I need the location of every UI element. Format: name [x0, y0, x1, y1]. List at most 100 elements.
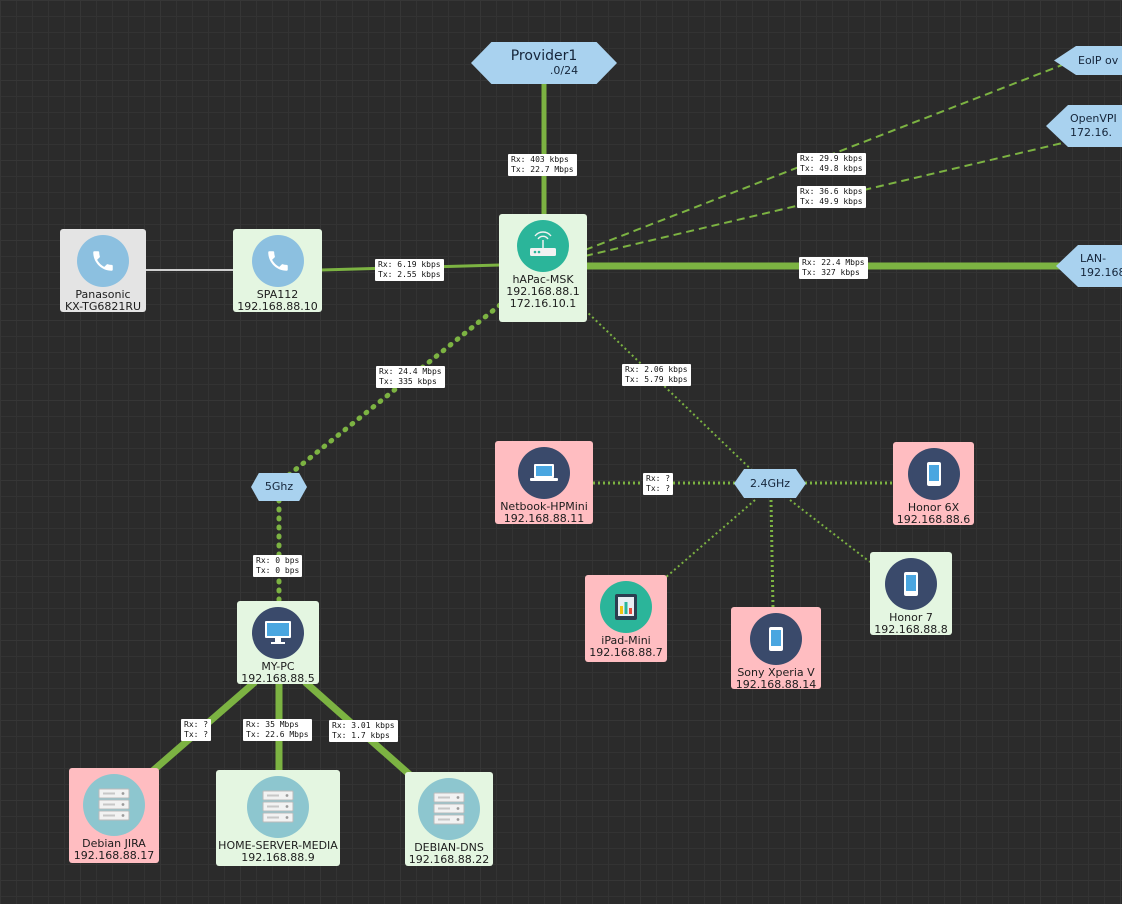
honor7-ip: 192.168.88.8 [874, 623, 948, 636]
link-5ghz [282, 302, 503, 481]
hub-5ghz-label: 5Ghz [264, 480, 294, 493]
traffic-rx: Rx: 36.6 kbps [800, 187, 863, 196]
jira-name: Debian JIRA [82, 837, 146, 850]
traffic-tx: Tx: ? [184, 730, 209, 739]
traffic-rx: Rx: 6.19 kbps [378, 260, 441, 269]
eoip-name: EoIP ov [1078, 53, 1119, 67]
device-spa112[interactable]: SPA112 192.168.88.10 [233, 229, 322, 313]
dns-ip: 192.168.88.22 [408, 853, 490, 866]
media-ip: 192.168.88.9 [241, 851, 315, 864]
netbook-name: Netbook-HPMini [500, 500, 588, 513]
traffic-tx: Tx: 5.79 kbps [625, 375, 688, 384]
provider1-subnet: .0/24 [549, 64, 579, 77]
provider1-node[interactable]: Provider1 .0/24 [471, 42, 617, 84]
traffic-tx: Tx: 49.8 kbps [800, 164, 863, 173]
spa112-ip: 192.168.88.10 [237, 300, 318, 313]
traffic-tx: Tx: 335 kbps [379, 377, 437, 386]
smartphone-icon [885, 558, 937, 610]
server-icon [247, 776, 309, 838]
phone-icon [77, 235, 129, 287]
traffic-tx: Tx: 0 bps [256, 566, 300, 575]
jira-ip: 192.168.88.17 [73, 849, 155, 862]
honor6x-name: Honor 6X [907, 501, 960, 514]
device-honor6x[interactable]: Honor 6X 192.168.88.6 [893, 442, 974, 526]
traffic-tx: Tx: ? [646, 484, 671, 493]
traffic-rx: Rx: 24.4 Mbps [379, 367, 442, 376]
device-dns[interactable]: DEBIAN-DNS 192.168.88.22 [405, 772, 493, 866]
device-sony[interactable]: Sony Xperia V 192.168.88.14 [731, 607, 821, 691]
traffic-rx: Rx: 3.01 kbps [332, 721, 395, 730]
lan-name: LAN- [1080, 252, 1107, 265]
laptop-icon [518, 447, 570, 499]
monitor-icon [252, 607, 304, 659]
honor6x-ip: 192.168.88.6 [896, 513, 971, 526]
traffic-label-netbook: Rx: ?Tx: ? [643, 473, 674, 495]
traffic-rx: Rx: ? [184, 720, 209, 729]
server-icon [83, 774, 145, 836]
traffic-rx: Rx: 0 bps [256, 556, 300, 565]
traffic-rx: Rx: 403 kbps [511, 155, 569, 164]
device-ipad[interactable]: iPad-Mini 192.168.88.7 [585, 575, 667, 662]
hapac-ip: 192.168.88.1 [506, 285, 580, 298]
link-sony [769, 499, 775, 609]
device-honor7[interactable]: Honor 7 192.168.88.8 [870, 552, 952, 636]
ipad-name: iPad-Mini [601, 634, 651, 647]
mypc-name: MY-PC [261, 660, 295, 673]
sony-name: Sony Xperia V [737, 666, 815, 679]
traffic-rx: Rx: 22.4 Mbps [802, 258, 865, 267]
smartphone-icon [750, 613, 802, 665]
link-24ghz [584, 309, 761, 479]
hub-24ghz-label: 2.4GHz [749, 476, 791, 490]
lan-subnet: 192.168 [1080, 266, 1122, 279]
media-name: HOME-SERVER-MEDIA [218, 839, 338, 852]
sony-ip: 192.168.88.14 [735, 678, 817, 691]
device-hapac[interactable]: hAPac-MSK 192.168.88.1 172.16.10.1 [499, 214, 587, 322]
dns-name: DEBIAN-DNS [414, 841, 484, 854]
spa112-name: SPA112 [256, 288, 299, 301]
hapac-name: hAPac-MSK [512, 273, 574, 286]
traffic-tx: Tx: 22.7 Mbps [511, 165, 574, 174]
device-jira[interactable]: Debian JIRA 192.168.88.17 [69, 768, 159, 863]
device-mypc[interactable]: MY-PC 192.168.88.5 [237, 601, 319, 685]
honor7-name: Honor 7 [889, 611, 933, 624]
phone-icon [251, 235, 304, 287]
traffic-rx: Rx: 29.9 kbps [800, 154, 863, 163]
traffic-label-jira: Rx: ?Tx: ? [181, 719, 212, 741]
traffic-tx: Tx: 22.6 Mbps [246, 730, 309, 739]
traffic-tx: Tx: 49.9 kbps [800, 197, 863, 206]
mypc-ip: 192.168.88.5 [241, 672, 315, 685]
traffic-rx: Rx: 2.06 kbps [625, 365, 688, 374]
netbook-ip: 192.168.88.11 [503, 512, 585, 525]
traffic-tx: Tx: 1.7 kbps [332, 731, 390, 740]
router-icon [517, 220, 569, 272]
link-honor7 [789, 499, 871, 563]
traffic-tx: Tx: 327 kbps [802, 268, 860, 277]
server-icon [418, 778, 480, 840]
provider1-name: Provider1 [510, 48, 578, 64]
panasonic-model: KX-TG6821RU [64, 300, 142, 313]
traffic-rx: Rx: ? [646, 474, 671, 483]
openvpn-name: OpenVPI [1070, 112, 1117, 125]
smartphone-icon [907, 448, 960, 500]
hub-5ghz[interactable]: 5Ghz [251, 473, 307, 501]
panasonic-name: Panasonic [75, 288, 131, 301]
link-ipad [664, 499, 756, 579]
hub-24ghz[interactable]: 2.4GHz [734, 469, 806, 498]
ipad-ip: 192.168.88.7 [589, 646, 663, 659]
traffic-tx: Tx: 2.55 kbps [378, 270, 441, 279]
traffic-rx: Rx: 35 Mbps [246, 720, 299, 729]
openvpn-subnet: 172.16. [1070, 126, 1112, 139]
device-netbook[interactable]: Netbook-HPMini 192.168.88.11 [495, 441, 593, 525]
device-media[interactable]: HOME-SERVER-MEDIA 192.168.88.9 [216, 770, 340, 866]
device-panasonic[interactable]: Panasonic KX-TG6821RU [60, 229, 146, 313]
